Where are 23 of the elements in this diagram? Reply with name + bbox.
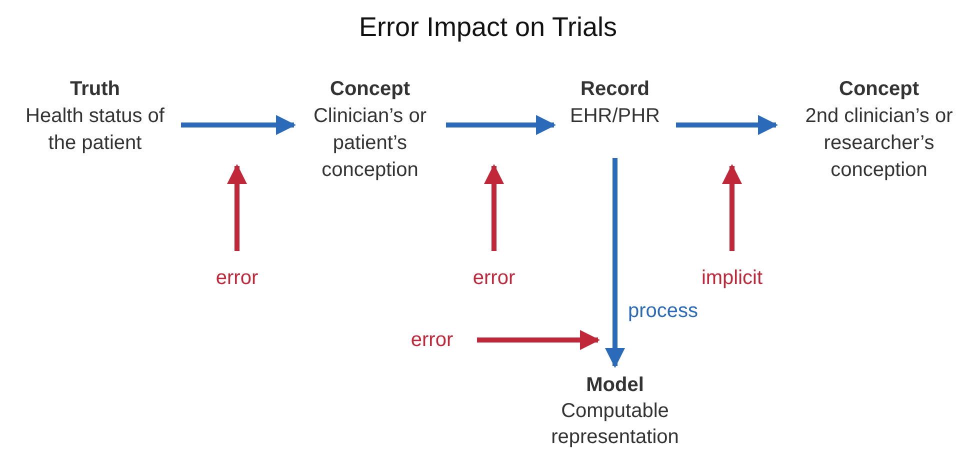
annotation-text: implicit xyxy=(697,265,767,292)
arrow xyxy=(477,330,600,350)
node-description: Clinician’s or patient’s conception xyxy=(312,104,428,183)
arrow xyxy=(676,115,778,135)
arrow xyxy=(605,158,625,368)
node-heading: Record xyxy=(580,77,650,102)
node-description: Computable representation xyxy=(550,399,680,450)
arrow xyxy=(722,164,742,251)
diagram-title: Error Impact on Trials xyxy=(358,12,618,43)
annotation-text: error xyxy=(407,327,457,354)
annotation-text: error xyxy=(212,265,262,292)
arrow xyxy=(484,164,504,251)
arrow xyxy=(181,115,296,135)
node-description: EHR/PHR xyxy=(568,104,661,129)
node-heading: Model xyxy=(585,373,645,398)
annotation-text: error xyxy=(469,265,519,292)
node-heading: Concept xyxy=(329,77,411,102)
arrow xyxy=(446,115,556,135)
node-heading: Concept xyxy=(838,77,920,102)
arrow xyxy=(227,164,247,251)
node-description: 2nd clinician’s or researcher’s conception xyxy=(804,104,954,183)
node-description: Health status of the patient xyxy=(24,104,166,156)
node-heading: Truth xyxy=(69,77,121,102)
